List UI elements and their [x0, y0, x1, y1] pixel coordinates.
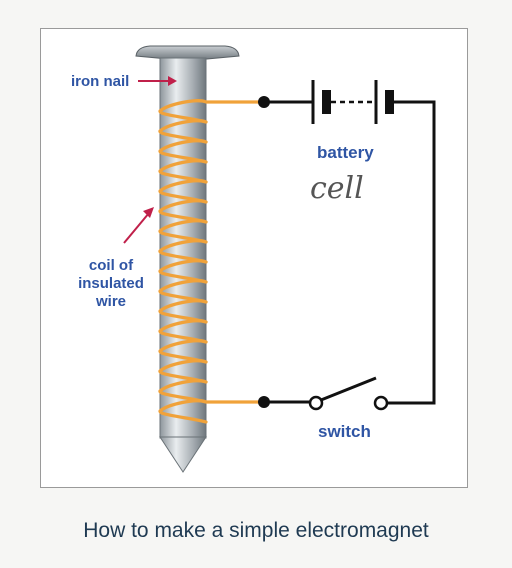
battery-cell-symbol	[311, 80, 394, 124]
coil-turn	[158, 139, 208, 164]
coil-turn	[158, 219, 208, 244]
coil-turn	[158, 99, 208, 124]
coil-turn	[158, 319, 208, 344]
coil-turn	[158, 399, 208, 424]
coil-turn	[158, 339, 208, 364]
coil-label-line-2: insulated	[78, 275, 144, 292]
coil-turn	[158, 359, 208, 384]
battery-label: battery	[317, 143, 374, 162]
coil-turn	[158, 299, 208, 324]
coil-turn	[158, 279, 208, 304]
diagram-caption: How to make a simple electromagnet	[83, 519, 429, 542]
coil-turn	[158, 199, 208, 224]
coil-turn	[158, 179, 208, 204]
nail-tip	[159, 436, 207, 473]
coil-turn	[158, 119, 208, 144]
iron-nail-label: iron nail	[71, 73, 129, 90]
right-return-wire	[386, 100, 436, 405]
switch-symbol	[308, 376, 389, 411]
nail-head	[135, 45, 240, 61]
coil-turn	[158, 159, 208, 184]
coil-arrow	[123, 212, 150, 244]
coil-label-line-1: coil of	[89, 257, 134, 274]
coil-of-insulated-wire	[158, 99, 208, 424]
coil-label-line-3: wire	[95, 293, 126, 310]
coil-turn	[158, 379, 208, 404]
coil-turn	[158, 239, 208, 264]
label-arrows	[123, 76, 177, 244]
diagram-frame	[40, 28, 468, 488]
handwritten-annotation: cell	[310, 171, 364, 206]
coil-turn	[158, 259, 208, 284]
switch-label: switch	[318, 422, 371, 441]
circuit	[258, 80, 436, 411]
